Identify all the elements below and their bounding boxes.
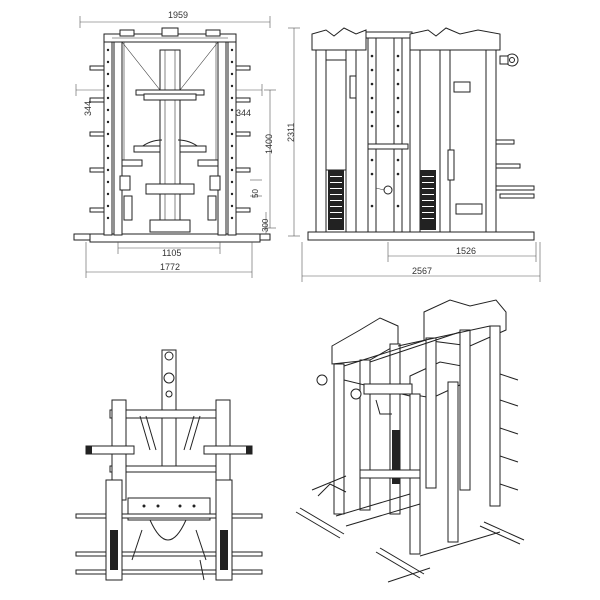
dim-total-length: 2567 xyxy=(301,242,541,282)
dim-small: 50 xyxy=(250,179,262,198)
front-left-weight-horns xyxy=(89,65,105,213)
front-right-upright xyxy=(217,34,237,236)
dim-inner-base-width-label: 1105 xyxy=(162,248,181,258)
side-pulley xyxy=(383,185,393,195)
iso-view xyxy=(295,299,525,583)
side-middle-rack xyxy=(367,33,377,233)
top-view xyxy=(75,349,263,581)
iso-weight-stack xyxy=(392,430,400,484)
dim-small-label: 50 xyxy=(251,189,260,198)
dim-upper-right: 344 xyxy=(236,84,263,118)
front-base-plate xyxy=(89,233,261,243)
dim-total-length-label: 2567 xyxy=(412,266,432,276)
front-right-weight-horns xyxy=(235,65,251,213)
side-left-post xyxy=(315,49,327,233)
dim-uprights-height: 1400 xyxy=(264,89,276,229)
side-base-platform xyxy=(307,231,535,241)
top-upper-frame xyxy=(109,409,229,419)
dim-mid-width: 1526 xyxy=(387,242,537,262)
dim-bottom-height: 300 xyxy=(261,212,270,234)
front-left-upright xyxy=(103,34,123,236)
iso-pulley-left xyxy=(316,374,328,386)
dim-total-height-label: 2311 xyxy=(286,123,296,142)
dim-overall-width-label: 1959 xyxy=(168,10,188,20)
dim-upper-left: 344 xyxy=(75,84,104,116)
front-view: 1959 xyxy=(73,10,276,278)
side-right-post xyxy=(409,49,421,233)
iso-top-cap-left xyxy=(331,317,399,365)
dim-total-height: 2311 xyxy=(286,27,300,237)
dim-base-width: 1772 xyxy=(85,242,253,278)
dim-bottom-height-label: 300 xyxy=(261,218,270,232)
top-right-horn xyxy=(203,445,253,455)
top-lower-bar-1 xyxy=(75,513,263,519)
side-left-top-cap xyxy=(311,27,367,51)
side-storage-horns xyxy=(495,139,535,199)
front-bench-seat xyxy=(145,183,195,195)
dim-upper-left-label: 344 xyxy=(83,101,93,116)
iso-top-cap-right xyxy=(423,299,507,347)
top-left-horn xyxy=(85,445,135,455)
side-bar-catch xyxy=(367,143,409,150)
iso-storage-horns xyxy=(499,373,519,491)
dim-mid-width-label: 1526 xyxy=(456,246,476,256)
dim-overall-width: 1959 xyxy=(79,10,271,28)
dim-base-width-label: 1772 xyxy=(160,262,180,272)
iso-base-feet xyxy=(295,493,525,583)
front-center-column xyxy=(159,49,181,229)
dim-inner-base-width: 1105 xyxy=(117,242,221,258)
side-right-top-cap xyxy=(409,27,501,51)
dim-upper-right-label: 344 xyxy=(236,108,251,118)
dim-uprights-height-label: 1400 xyxy=(264,134,274,154)
side-view: 2311 xyxy=(286,27,541,282)
top-lower-bar-2 xyxy=(75,551,263,557)
